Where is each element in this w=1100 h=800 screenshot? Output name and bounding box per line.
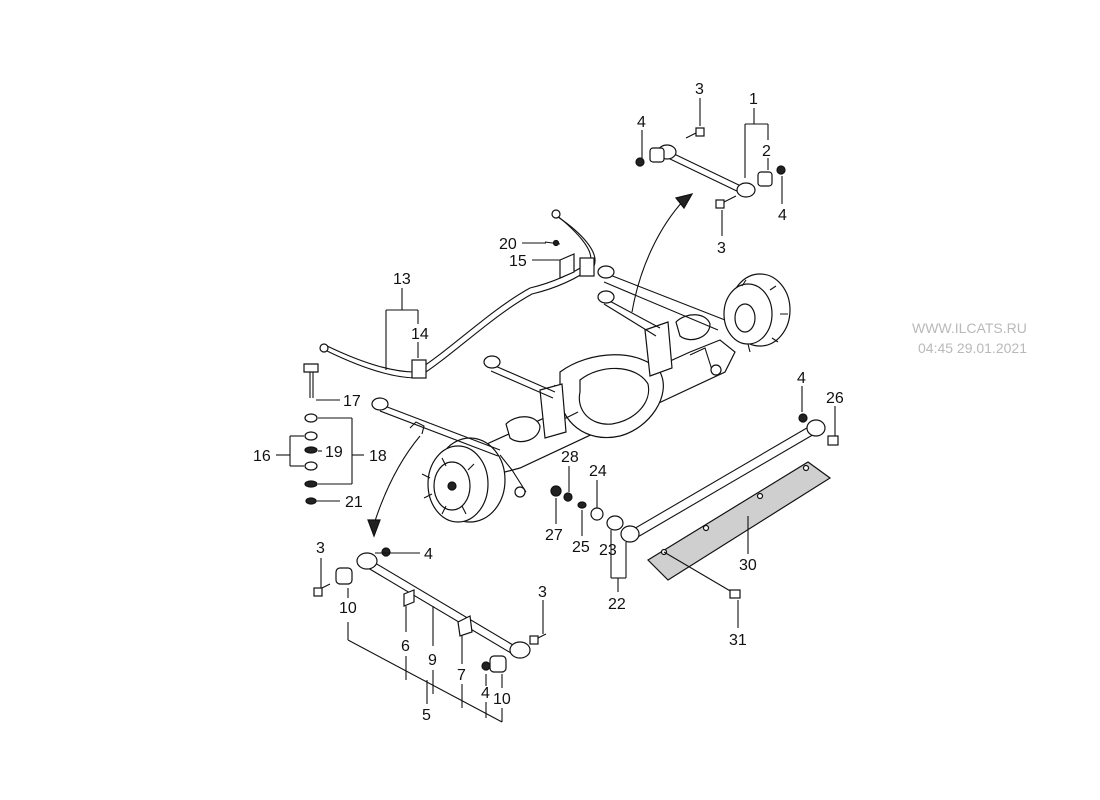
callout-5: 5 — [422, 707, 431, 724]
callout-25: 25 — [572, 539, 590, 556]
callout-4-top-right: 4 — [778, 207, 787, 224]
lower-arm-bushing-right — [489, 655, 507, 673]
watermark-site: WWW.ILCATS.RU — [912, 320, 1027, 336]
stabilizer-bar — [319, 209, 596, 379]
callout-28: 28 — [561, 449, 579, 466]
callout-17: 17 — [343, 393, 361, 410]
stabilizer-bracket — [559, 253, 575, 279]
lower-arm-bracket-7 — [457, 615, 473, 637]
callout-20: 20 — [499, 236, 517, 253]
callout-4-top-left: 4 — [637, 114, 646, 131]
lateral-rod — [550, 413, 839, 543]
callout-23: 23 — [599, 542, 617, 559]
upper-arm-bushing-left — [649, 147, 665, 163]
stabilizer-bushing-left — [411, 359, 427, 379]
brake-drum-right — [723, 273, 791, 353]
callout-31: 31 — [729, 632, 747, 649]
brake-drum-left — [421, 437, 506, 523]
callout-18: 18 — [369, 448, 387, 465]
callout-4-bottom-right: 4 — [481, 685, 490, 702]
axle-housing — [477, 314, 736, 498]
watermark-timestamp: 04:45 29.01.2021 — [918, 340, 1027, 356]
callout-26: 26 — [826, 390, 844, 407]
callout-9: 9 — [428, 652, 437, 669]
callout-15: 15 — [509, 253, 527, 270]
callout-3-bottom-right: 3 — [538, 584, 547, 601]
callout-21: 21 — [345, 494, 363, 511]
callout-30: 30 — [739, 557, 757, 574]
lower-arm-assembly-detail — [313, 547, 547, 673]
callout-3-bottom-left: 3 — [316, 540, 325, 557]
callout-13: 13 — [393, 271, 411, 288]
arrow-to-lower-arm — [373, 435, 421, 525]
callout-1: 1 — [749, 91, 758, 108]
upper-arm-assembly-detail — [635, 127, 786, 209]
callout-24: 24 — [589, 463, 607, 480]
arrow-to-upper-arm — [631, 199, 685, 313]
upper-arms-installed — [597, 265, 726, 337]
callout-3-mid: 3 — [717, 240, 726, 257]
callout-2: 2 — [762, 143, 771, 160]
lateral-rod-shield — [647, 461, 832, 599]
lower-arm-bracket-6 — [403, 589, 415, 607]
callout-7: 7 — [457, 667, 466, 684]
callout-22: 22 — [608, 596, 626, 613]
callout-14: 14 — [411, 326, 429, 343]
callout-6: 6 — [401, 638, 410, 655]
stabilizer-link-kit — [303, 363, 319, 505]
lower-arm-bushing-left — [335, 567, 353, 585]
callout-4-right: 4 — [797, 370, 806, 387]
callout-3-top: 3 — [695, 81, 704, 98]
callout-labels: 1 2 3 4 4 3 20 15 13 14 17 16 19 18 21 4… — [253, 81, 844, 724]
upper-arm-bushing-right — [757, 171, 773, 187]
callout-10-left: 10 — [339, 600, 357, 617]
stabilizer-bushing-right — [579, 257, 595, 277]
callout-19: 19 — [325, 444, 343, 461]
lower-arms-installed — [371, 355, 556, 457]
callout-10-right: 10 — [493, 691, 511, 708]
leader-lines — [276, 98, 836, 723]
callout-4-bottom: 4 — [424, 546, 433, 563]
callout-16: 16 — [253, 448, 271, 465]
callout-27: 27 — [545, 527, 563, 544]
